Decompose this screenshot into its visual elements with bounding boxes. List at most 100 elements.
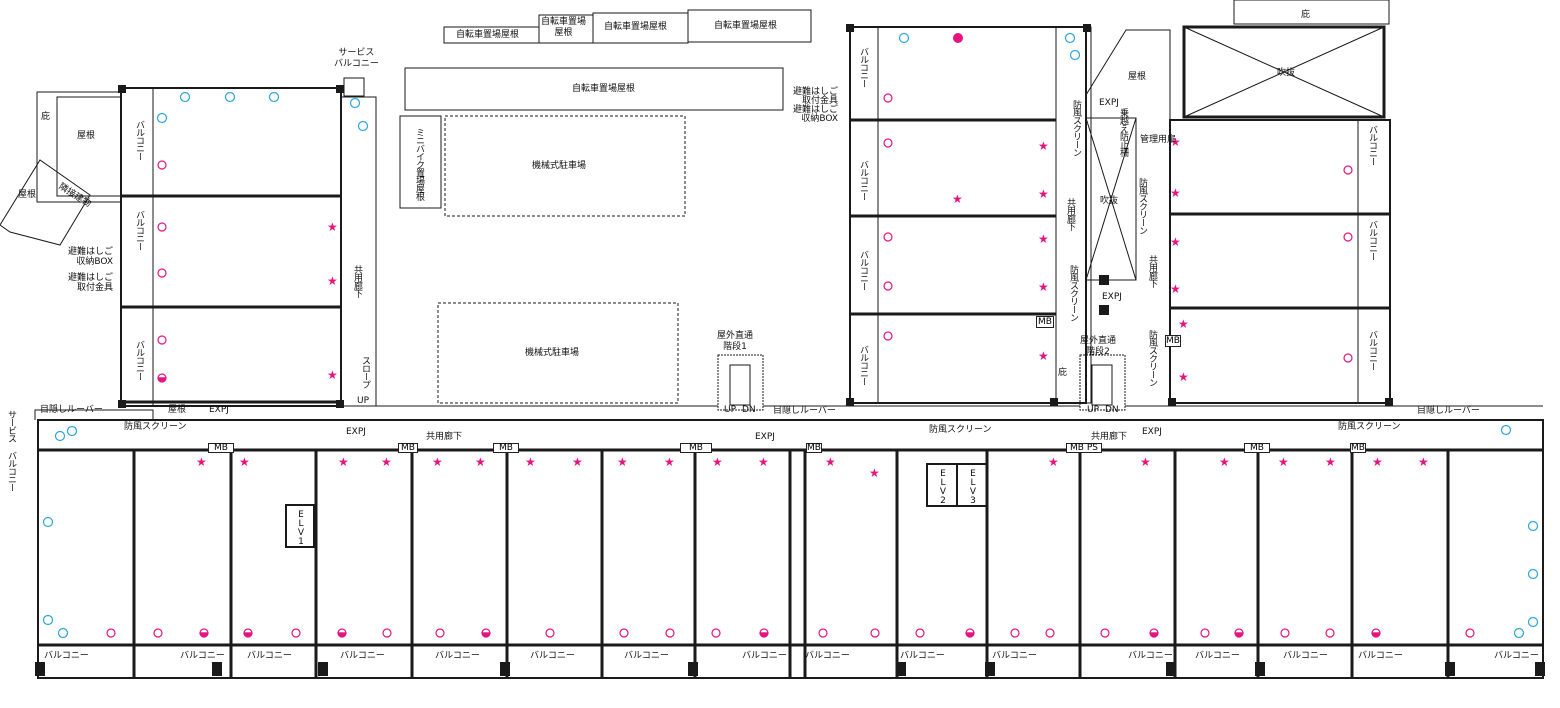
management-door-label: 管理用扉: [1140, 135, 1177, 145]
slope-label: スロープ: [360, 356, 370, 388]
stair1-up: UP: [724, 405, 737, 415]
balcony-lower-11: バルコニー: [992, 651, 1037, 661]
svg-text:★: ★: [869, 466, 880, 480]
expj-4: EXPJ: [1142, 427, 1162, 437]
wind-screen-b1: 防風スクリーン: [1071, 100, 1081, 156]
svg-text:★: ★: [475, 455, 486, 469]
roof-label-lower: 屋根: [168, 405, 187, 415]
ladder-fitting-box-b: 避難はしご 取付金具 避難はしご 収納BOX: [793, 87, 839, 124]
svg-text:★: ★: [1325, 455, 1336, 469]
elv3-label: ELV3: [968, 469, 978, 505]
svg-text:★: ★: [381, 455, 392, 469]
balcony-lower-3: バルコニー: [247, 651, 292, 661]
wind-screen-c1: 防風スクリーン: [1137, 178, 1147, 234]
svg-text:★: ★: [1170, 235, 1181, 249]
svg-text:★: ★: [1178, 370, 1189, 384]
svg-text:★: ★: [239, 455, 250, 469]
balcony-a3: バルコニー: [134, 340, 144, 380]
eaves-label-mid: 庇: [1058, 368, 1068, 378]
fall-prevention-label: 乗越え防止柵: [1118, 108, 1128, 156]
svg-text:★: ★: [327, 274, 338, 288]
eaves-label-left: 庇: [41, 112, 51, 122]
balcony-b1: バルコニー: [858, 47, 868, 87]
bike-roof-label-3: 自転車置場屋根: [714, 21, 778, 31]
svg-text:★: ★: [1219, 455, 1230, 469]
svg-text:★: ★: [1048, 455, 1059, 469]
balcony-lower-6: バルコニー: [530, 651, 575, 661]
wind-screen-b2: 防風スクリーン: [1068, 265, 1078, 321]
louver-1: 目隠しルーバー: [40, 405, 103, 415]
louver-3: 目隠しルーバー: [1417, 406, 1480, 416]
balcony-lower-9: バルコニー: [805, 651, 850, 661]
svg-text:★: ★: [1170, 186, 1181, 200]
svg-text:★: ★: [572, 455, 583, 469]
corridor-lower-1: 共用廊下: [426, 432, 463, 442]
balcony-b2: バルコニー: [858, 160, 868, 200]
mb-box: MB: [493, 443, 519, 453]
svg-text:★: ★: [432, 455, 443, 469]
mb-box: MB: [806, 443, 822, 453]
mechanical-parking-1: 機械式駐車場: [532, 161, 587, 171]
wind-screen-1: 防風スクリーン: [124, 422, 187, 432]
eaves-label-top: 庇: [1301, 10, 1311, 20]
svg-text:★: ★: [1418, 455, 1429, 469]
balcony-lower-14: バルコニー: [1283, 651, 1328, 661]
stair2-label: 屋外直通 階段2: [1080, 336, 1117, 357]
svg-text:★: ★: [327, 368, 338, 382]
corridor-b: 共用廊下: [1065, 198, 1075, 230]
balcony-b4: バルコニー: [858, 345, 868, 385]
expj-1: EXPJ: [209, 405, 229, 415]
balcony-lower-7: バルコニー: [624, 651, 669, 661]
stair1-label: 屋外直通 階段1: [717, 331, 754, 352]
balcony-lower-5: バルコニー: [435, 651, 480, 661]
mb-box: MB: [1036, 316, 1054, 328]
balcony-lower-8: バルコニー: [742, 651, 787, 661]
bike-roof-label-2: 自転車置場屋根: [604, 22, 668, 32]
stair2-up: UP: [1087, 405, 1100, 415]
mb-box: MB: [1244, 443, 1270, 453]
svg-text:★: ★: [1038, 139, 1049, 153]
atrium-label-top: 吹抜: [1277, 68, 1296, 78]
stair1-dn: DN: [742, 405, 756, 415]
svg-text:★: ★: [327, 220, 338, 234]
mbps-box: MB PS: [1066, 443, 1102, 453]
expj-5: EXPJ: [1099, 98, 1119, 108]
balcony-lower-10: バルコニー: [900, 651, 945, 661]
balcony-lower-2: バルコニー: [180, 651, 225, 661]
corridor-c: 共用廊下: [1147, 255, 1157, 287]
mb-box: MB: [398, 443, 418, 453]
mb-box: MB: [1350, 443, 1366, 453]
balcony-lower-13: バルコニー: [1195, 651, 1240, 661]
roof-label-b: 屋根: [1128, 72, 1147, 82]
svg-text:★: ★: [825, 455, 836, 469]
svg-text:★: ★: [1038, 349, 1049, 363]
svg-text:★: ★: [952, 192, 963, 206]
ladder-fitting-left: 避難はしご 取付金具: [68, 273, 114, 293]
balcony-lower-4: バルコニー: [340, 651, 385, 661]
svg-text:★: ★: [1038, 280, 1049, 294]
balcony-c3: バルコニー: [1367, 330, 1377, 370]
balcony-c1: バルコニー: [1367, 125, 1377, 165]
svg-text:★: ★: [1140, 455, 1151, 469]
expj-3: EXPJ: [755, 432, 775, 442]
corridor-a: 共用廊下: [352, 265, 362, 297]
svg-text:★: ★: [525, 455, 536, 469]
corridor-lower-2: 共用廊下: [1091, 432, 1128, 442]
svg-text:★: ★: [338, 455, 349, 469]
wind-screen-c2: 防風スクリーン: [1147, 330, 1157, 386]
mb-box: MB: [1165, 335, 1181, 347]
svg-text:★: ★: [1170, 135, 1181, 149]
stair2-dn: DN: [1105, 405, 1119, 415]
balcony-lower-15: バルコニー: [1358, 651, 1403, 661]
balcony-lower-12: バルコニー: [1128, 651, 1173, 661]
svg-text:★: ★: [1038, 187, 1049, 201]
minibike-roof-label: ミニバイク置場屋根: [414, 128, 424, 200]
balcony-a1: バルコニー: [134, 120, 144, 160]
svg-text:★: ★: [1372, 455, 1383, 469]
ladder-box-left: 避難はしご 収納BOX: [68, 247, 114, 267]
balcony-a2: バルコニー: [134, 210, 144, 250]
svg-text:★: ★: [617, 455, 628, 469]
balcony-b3: バルコニー: [858, 250, 868, 290]
wind-screen-3: 防風スクリーン: [1338, 422, 1401, 432]
mb-box: MB: [680, 443, 712, 453]
